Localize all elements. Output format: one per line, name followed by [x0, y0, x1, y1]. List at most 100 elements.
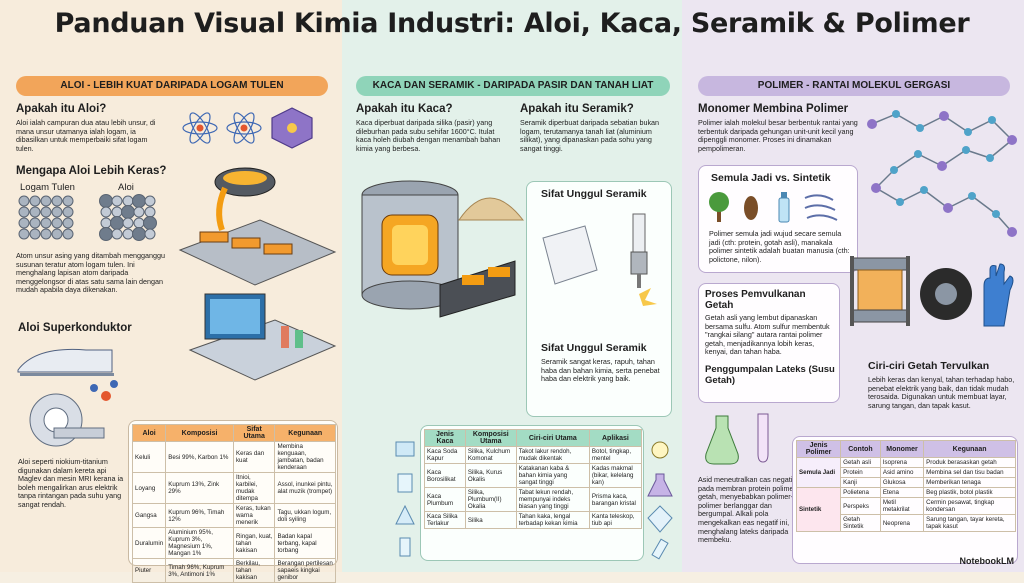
table-header-cell: Komposisi [165, 424, 234, 442]
table-header-cell: Kegunaan [923, 440, 1016, 458]
table-cell: Prisma kaca, barangan kristal [588, 487, 643, 512]
table-cell: Timah 96%, Kuprum 3%, Antimoni 1% [165, 558, 234, 583]
vulcanized-text: Lebih keras dan kenyal, tahan terhadap h… [868, 375, 1015, 410]
metal-atom [51, 195, 63, 207]
table-cell: Kadas makmal (bikar, kelelang kan) [588, 463, 643, 488]
monomer-unit [1007, 227, 1017, 237]
metal-atom [62, 195, 74, 207]
vulcanization-illustration [850, 256, 1014, 327]
polymer-chain-illustration [867, 110, 1017, 237]
chain-bond [965, 149, 991, 159]
test-tube-icon [757, 413, 769, 463]
table-cell: Tabat lekun rendah, mempunyai indeks bia… [515, 487, 590, 512]
table-cell: Assol, inunkei pintu, alat muzik (trompe… [274, 472, 336, 504]
vulcanization-card: Proses Pemvulkanan Getah Getah asli yang… [698, 283, 840, 403]
table-cell: Isoprena [879, 457, 925, 468]
polimer-banner: POLIMER - RANTAI MOLEKUL GERGASI [698, 76, 1010, 96]
table-cell: Kaca Plumbum [424, 487, 466, 512]
glass-prism-icon [395, 504, 415, 525]
metal-atom [40, 206, 52, 218]
aloi-banner: ALOI - LEBIH KUAT DARIPADA LOGAM TULEN [16, 76, 328, 96]
table-cell: Silika, Plumbum(II) Okalia [464, 487, 517, 512]
table-cell: Silika, Kulchum Komonat [464, 446, 517, 464]
press-machine-icon [850, 256, 910, 326]
kaca-p1: Kaca diperbuat daripada silika (pasir) y… [356, 118, 501, 153]
table-header-cell: Jenis Kaca [424, 429, 466, 447]
monomer-unit [920, 186, 928, 194]
light-bulb-icon [651, 441, 669, 459]
table-header-cell: Aloi [131, 424, 167, 442]
table-cell: Tahan kaka, lengal terbadap kekan kimia [515, 511, 590, 529]
vulcanization-text: Getah asli yang lembut dipanaskan bersam… [705, 313, 830, 357]
table-cell: Kaca Soda Kapur [424, 446, 466, 464]
glass-rod-icon [399, 537, 411, 557]
ceramic-card-title-2: Sifat Unggul Seramik [541, 342, 647, 354]
natural-synthetic-text: Polimer semula jadi wujud secare semula … [709, 229, 850, 264]
kaca-q1: Apakah itu Kaca? [356, 103, 453, 115]
metal-atom [29, 195, 41, 207]
latex-flask-illustration [705, 413, 769, 465]
metal-atom [18, 217, 30, 229]
crystal-icon [271, 107, 313, 149]
metal-atom [40, 217, 52, 229]
polimer-p1: Polimer ialah molekul besar berbentuk ra… [698, 118, 858, 153]
table-cell: Kuprum 96%, Timah 12% [165, 503, 234, 528]
metal-atom [144, 195, 156, 207]
flask-icon [647, 473, 673, 497]
table-cell: Kanta teleskop, tiub api [588, 511, 643, 529]
metal-atom [62, 217, 74, 229]
table-cell: Katakanan kaba & bahan kimia yang sangat… [515, 463, 590, 488]
aloi-q1: Apakah itu Aloi? [16, 103, 107, 115]
metal-atom [40, 228, 52, 240]
polimer-q1: Monomer Membina Polimer [698, 103, 849, 115]
aloi-q3: Aloi Superkonduktor [18, 322, 132, 334]
metal-atom [29, 206, 41, 218]
ceramic-card-title: Sifat Unggul Seramik [541, 188, 647, 200]
metal-atom [29, 228, 41, 240]
metal-atom [111, 195, 123, 207]
metal-atom [144, 206, 156, 218]
table-cell: Berkilau, tahan kakisan [232, 558, 276, 583]
table-header-cell: Aplikasi [588, 429, 643, 447]
table-cell: Polietena [840, 487, 881, 498]
lab-illustration [188, 293, 337, 381]
superconductor-illustration [17, 348, 118, 447]
table-cell: Etena [879, 487, 925, 498]
flask-icon [705, 415, 739, 465]
table-cell: Keluli [131, 441, 167, 473]
table-cell: Glukosa [879, 477, 925, 488]
metal-atom [51, 228, 63, 240]
table-cell: Produk berasaskan getah [923, 457, 1016, 468]
table-cell: Membina sel dan tisu badan [923, 467, 1016, 478]
glass-application-icons [647, 441, 673, 560]
table-cell: Asid amino [879, 467, 925, 478]
table-cell: Neoprena [879, 514, 925, 532]
atom-icon [182, 112, 218, 144]
foreign-atom [110, 216, 124, 230]
sand-pile-icon [458, 197, 525, 221]
table-cell: Metil metakrilat [879, 497, 925, 515]
table-cell: Berangan pertilesan sapaeis kingkai geni… [274, 558, 336, 583]
foreign-atom [99, 194, 113, 208]
metal-atom [29, 217, 41, 229]
aloi-p2: Atom unsur asing yang ditambah menggangg… [16, 251, 166, 295]
table-cell: Piuter [131, 558, 167, 583]
foreign-atom [143, 216, 157, 230]
monomer-unit [968, 192, 976, 200]
table-cell: Besi 99%, Karbon 1% [165, 441, 234, 473]
table-cell: Takot lakur rendoh, mudak dikentak [515, 446, 590, 464]
table-cell: Silika, Kurus Okalis [464, 463, 517, 488]
table-cell: Gangsa [131, 503, 167, 528]
latex-subtitle: Penggumpalan Lateks (Susu Getah) [705, 364, 835, 386]
table-cell: Kaca Silika Terlakur [424, 511, 466, 529]
foreign-atom [121, 205, 135, 219]
table-cell: Memberikan tenaga [923, 477, 1016, 488]
label-pure-metal: Logam Tulen [20, 182, 75, 193]
glass-beaker-icon [397, 473, 413, 493]
